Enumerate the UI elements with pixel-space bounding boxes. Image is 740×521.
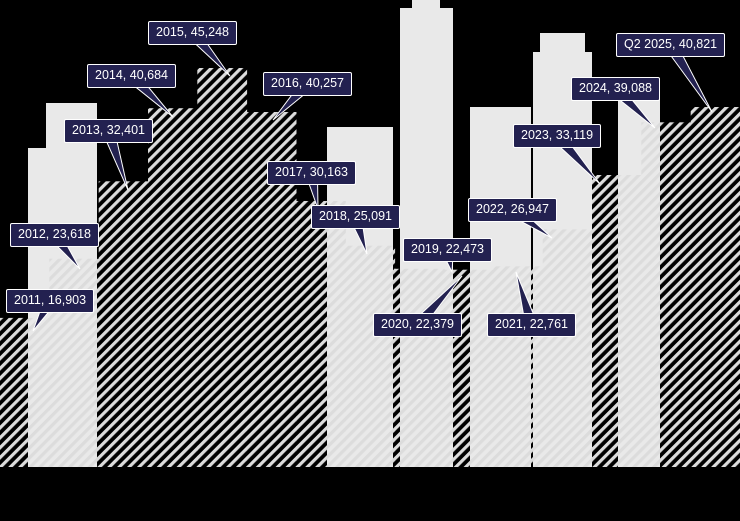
bar-2015 — [197, 68, 248, 467]
bar-2018 — [345, 245, 396, 467]
bar-2021 — [493, 266, 544, 467]
callout-pointer-2013 — [102, 128, 129, 191]
bar-2024 — [641, 122, 692, 468]
bar-2016 — [246, 112, 297, 467]
bar-2011 — [0, 317, 50, 467]
bar-2012 — [49, 258, 100, 467]
bar-2013 — [98, 181, 149, 468]
bar-2020 — [444, 269, 494, 467]
bar-2023 — [592, 175, 642, 467]
bar-2017 — [296, 201, 346, 467]
bar-2022 — [542, 229, 593, 467]
bar-series — [0, 68, 740, 468]
callout-pointer-Q2-2025 — [664, 41, 713, 113]
bar-2014 — [148, 108, 198, 467]
bar-Q2 2025 — [690, 107, 740, 467]
